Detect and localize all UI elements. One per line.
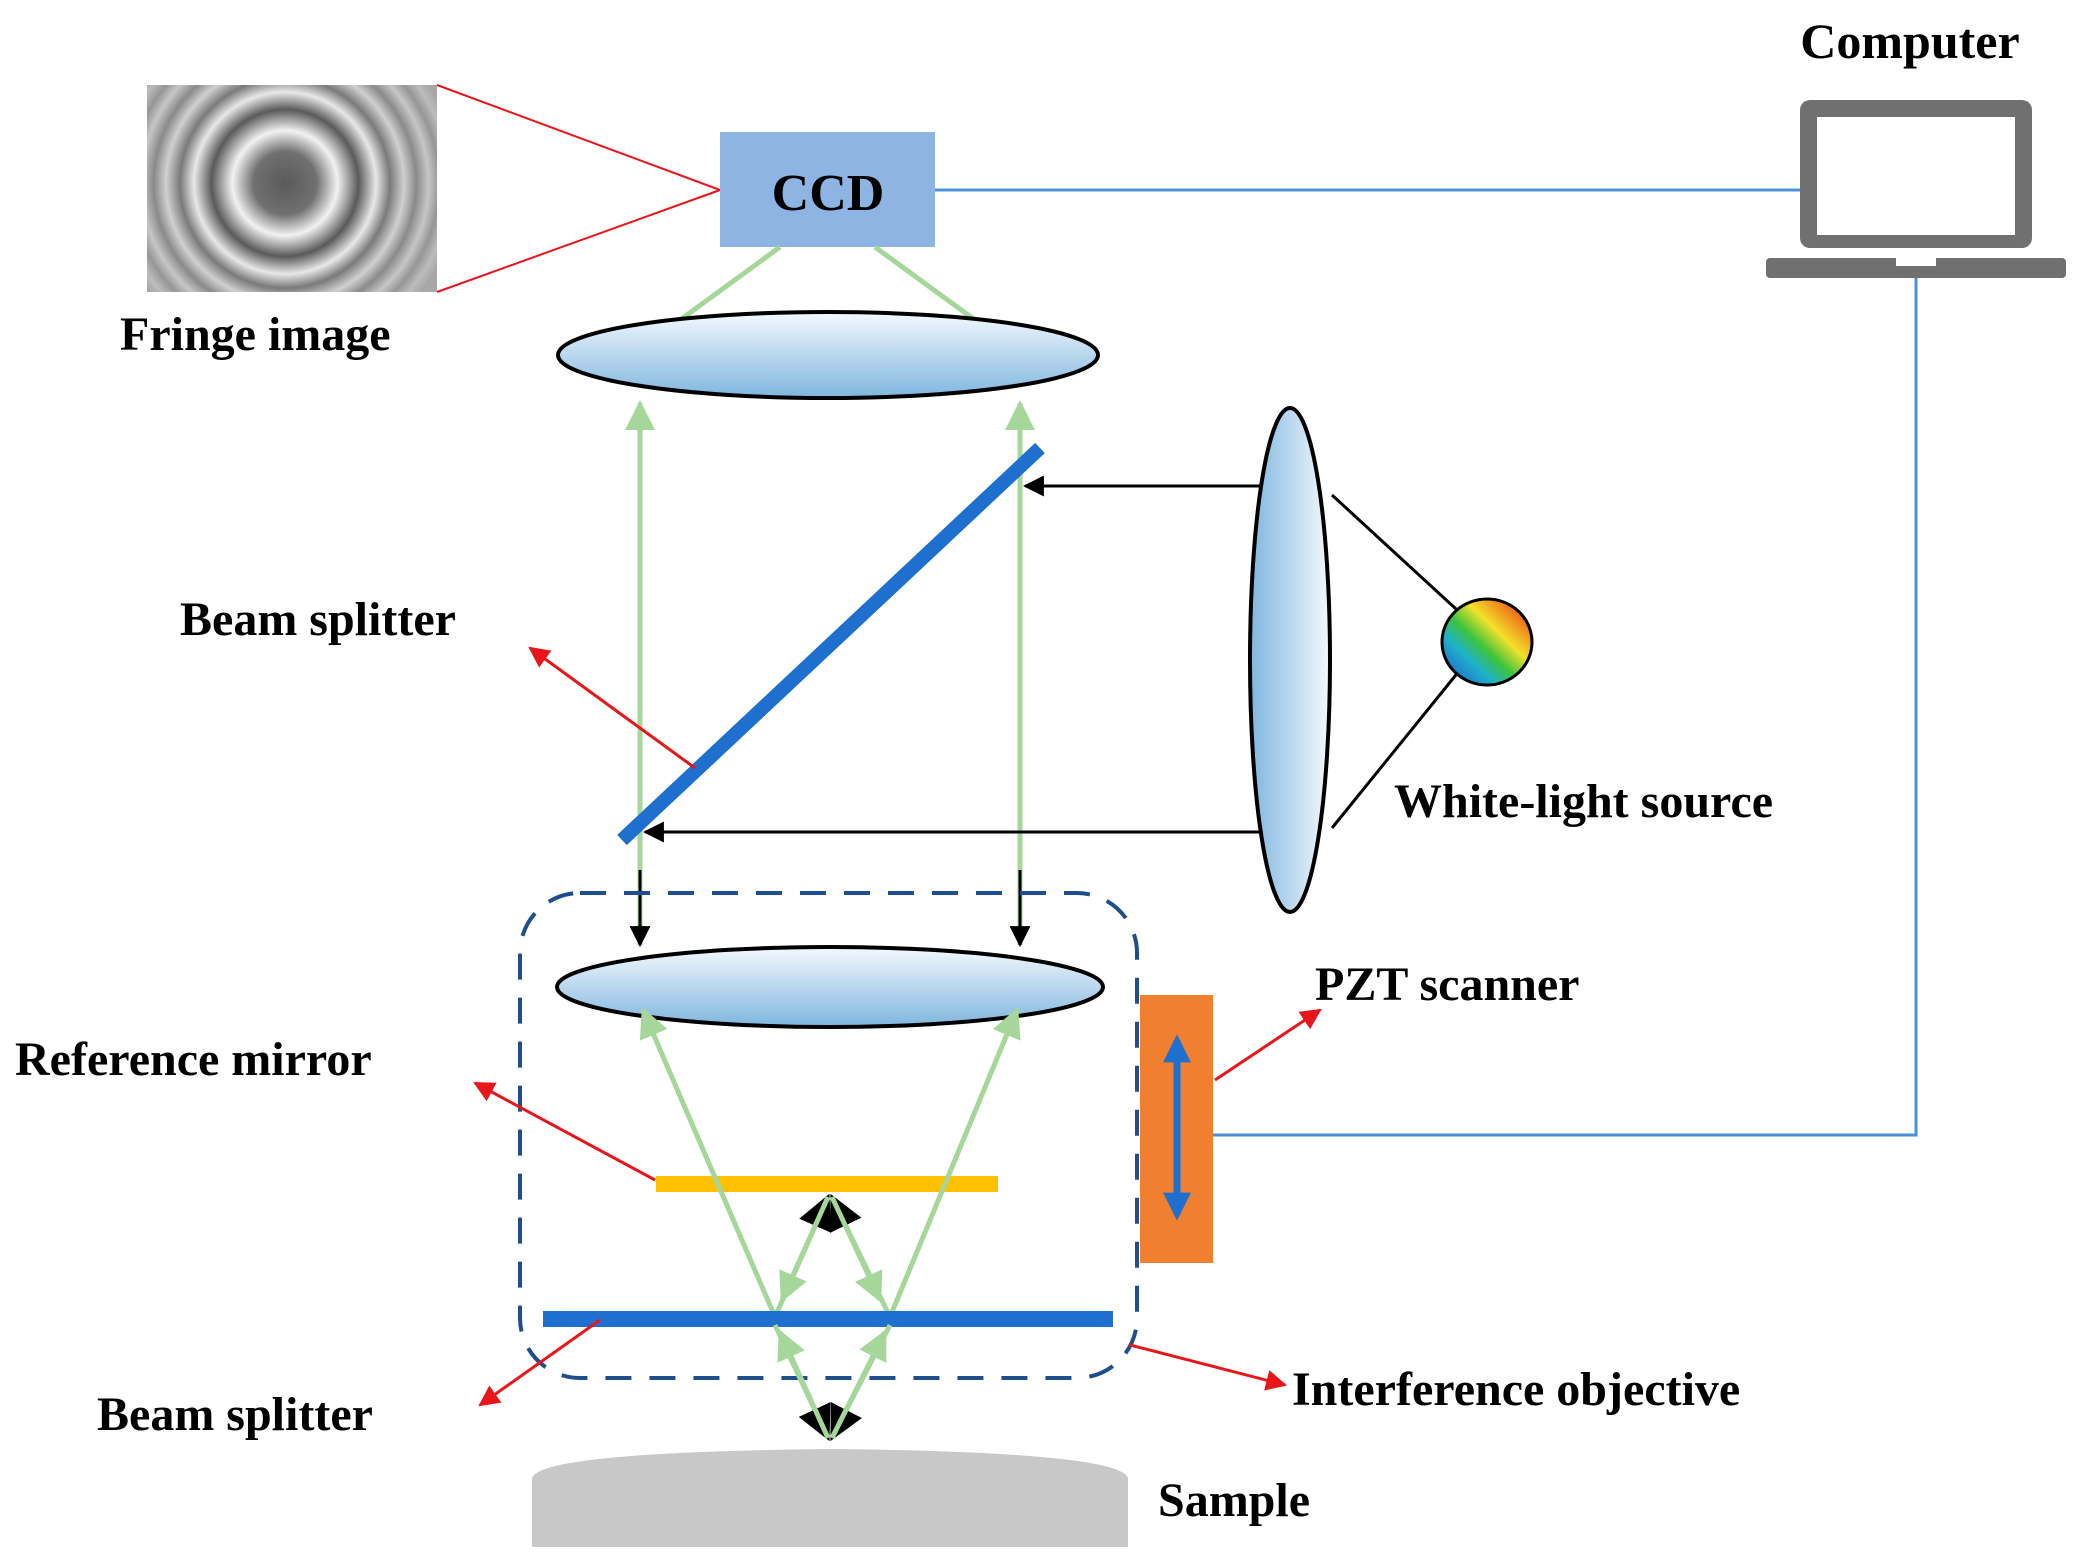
beam-splitter-top-leader [528, 646, 696, 770]
beam-splitter-bottom [543, 1311, 1113, 1327]
reference-mirror-leader [473, 1081, 656, 1182]
white-light-source-label: White-light source [1394, 775, 1773, 828]
interference-objective-label: Interference objective [1292, 1363, 1740, 1416]
fringe-link-top [436, 84, 721, 191]
fringe-image [147, 85, 437, 292]
computer-pzt-cable [1213, 278, 1918, 1137]
pzt-scanner-leader [1214, 1008, 1322, 1082]
collimating-lens [1248, 406, 1332, 914]
sample-ray-right-up [829, 1329, 888, 1440]
ref-ray-left-down [779, 1195, 831, 1303]
sample-ray-left-up [777, 1329, 831, 1440]
fringe-image-label: Fringe image [120, 308, 391, 361]
tube-lens [556, 310, 1100, 400]
ref-ray-right-down [829, 1195, 883, 1303]
ccd-label: CCD [772, 165, 885, 222]
computer-label: Computer [1800, 13, 2019, 69]
reference-mirror [656, 1176, 998, 1192]
pzt-scanner-label: PZT scanner [1315, 958, 1579, 1011]
fringe-link-bottom [436, 189, 721, 293]
source-cone-top [1330, 493, 1470, 622]
objective-lens [555, 945, 1105, 1029]
light-source-icon [1440, 597, 1534, 687]
computer-icon [1766, 100, 2066, 278]
beam-splitter-top [617, 442, 1045, 846]
ray-ccd-left [678, 244, 782, 323]
source-cone-bottom [1330, 659, 1470, 829]
ccd-camera [720, 132, 935, 247]
ray-obj-right-out [887, 1007, 1021, 1318]
sample [532, 1449, 1128, 1547]
ray-obj-left-out [639, 1007, 778, 1318]
sample-label: Sample [1158, 1474, 1310, 1527]
beam-splitter-bottom-leader [478, 1318, 601, 1407]
reference-mirror-label: Reference mirror [15, 1033, 372, 1086]
interference-objective-box [518, 891, 1139, 1380]
beam-splitter-top-label: Beam splitter [180, 593, 456, 646]
interference-objective-leader [1129, 1343, 1288, 1391]
ray-ccd-right [873, 244, 977, 323]
beam-splitter-bottom-label: Beam splitter [97, 1388, 373, 1441]
